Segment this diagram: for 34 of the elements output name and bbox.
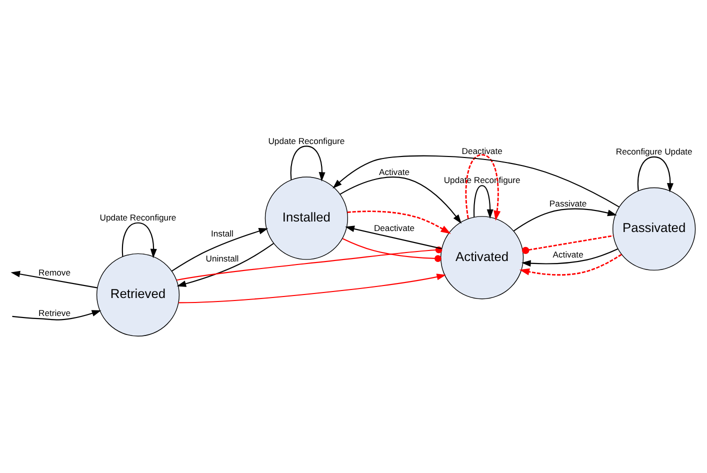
- edge-label: Uninstall: [206, 254, 239, 264]
- arrow: [473, 185, 494, 219]
- arrow: [10, 270, 98, 288]
- arrow: [176, 243, 274, 287]
- edge-label: Retrieve: [38, 308, 70, 318]
- edge-label: Reconfigure Update: [616, 146, 692, 156]
- edge-label: Remove: [38, 267, 70, 278]
- edge-label: Deactivate: [374, 222, 415, 233]
- edge-label: Deactivate: [462, 146, 502, 156]
- arrow: [519, 254, 622, 276]
- edge-label: Update Reconfigure: [100, 212, 176, 222]
- edge-label: Passivate: [549, 198, 587, 208]
- arrow: [178, 274, 446, 304]
- arrow: [347, 210, 451, 234]
- arrow: [340, 176, 462, 224]
- edge-label: Activate: [552, 249, 584, 260]
- node-circle: Passivated: [612, 187, 696, 271]
- arrow: [521, 248, 618, 267]
- node-circle: Installed: [264, 176, 348, 260]
- edge-label: Update Reconfigure: [268, 136, 345, 146]
- arrow: [12, 310, 102, 320]
- arrow: [514, 208, 617, 232]
- arrow: [332, 155, 620, 208]
- arrow: [122, 222, 157, 258]
- arrow: [637, 156, 674, 192]
- edge-label: Activate: [378, 166, 410, 177]
- arrow: [345, 226, 442, 250]
- edge-label: Install: [211, 228, 234, 239]
- connector: [522, 235, 614, 254]
- arrow: [465, 154, 501, 221]
- arrow: [172, 228, 268, 272]
- arrow: [290, 146, 326, 182]
- edge-label: Update Reconfigure: [444, 175, 520, 186]
- node-circle: Retrieved: [96, 253, 180, 336]
